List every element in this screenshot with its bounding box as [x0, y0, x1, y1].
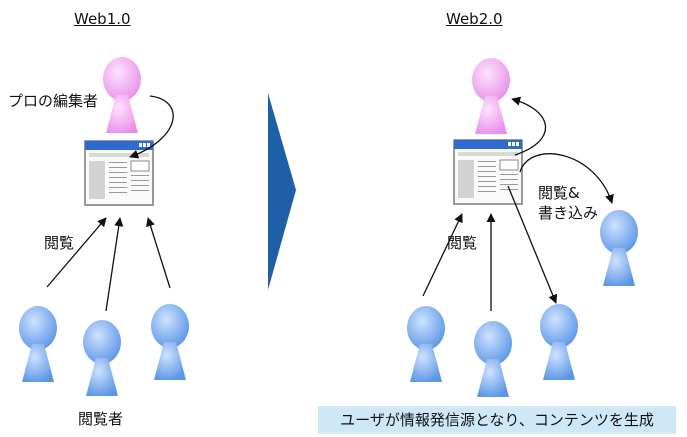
web-page-icon-left [84, 140, 154, 206]
viewer-figure-3 [151, 304, 189, 380]
viewer-arrow-2 [105, 217, 124, 312]
page-to-contributor-arrow [519, 153, 614, 204]
label-browse-right: 閲覧 [447, 234, 478, 252]
viewer-arrow-3 [146, 217, 171, 289]
page-to-user-arrow [507, 185, 558, 304]
viewer-figure-right-2 [474, 321, 512, 397]
label-browse-left: 閲覧 [44, 234, 75, 252]
viewer-figure-2 [83, 320, 121, 396]
viewer-arrow-right-1 [422, 213, 463, 297]
label-viewers: 閲覧者 [78, 410, 124, 428]
contributor-figure [600, 210, 638, 286]
label-browse-write-1: 閲覧& [538, 184, 580, 202]
viewer-figure-1 [19, 306, 57, 382]
caption-box: ユーザが情報発信源となり、コンテンツを生成 [318, 406, 676, 434]
title-web1: Web1.0 [74, 10, 131, 28]
editor-to-page-arrow [129, 95, 174, 159]
big-transition-arrow [268, 93, 296, 290]
viewer-figure-right-3 [540, 304, 578, 380]
viewer-arrow-1 [46, 217, 107, 288]
title-web2: Web2.0 [446, 10, 503, 28]
label-pro-editor: プロの編集者 [8, 92, 99, 110]
viewer-figure-right-1 [407, 306, 445, 382]
pro-editor-figure [103, 57, 141, 133]
label-browse-write-2: 書き込み [538, 204, 599, 222]
page-to-editor-arrow [511, 96, 547, 156]
editor-figure-right [472, 58, 510, 134]
